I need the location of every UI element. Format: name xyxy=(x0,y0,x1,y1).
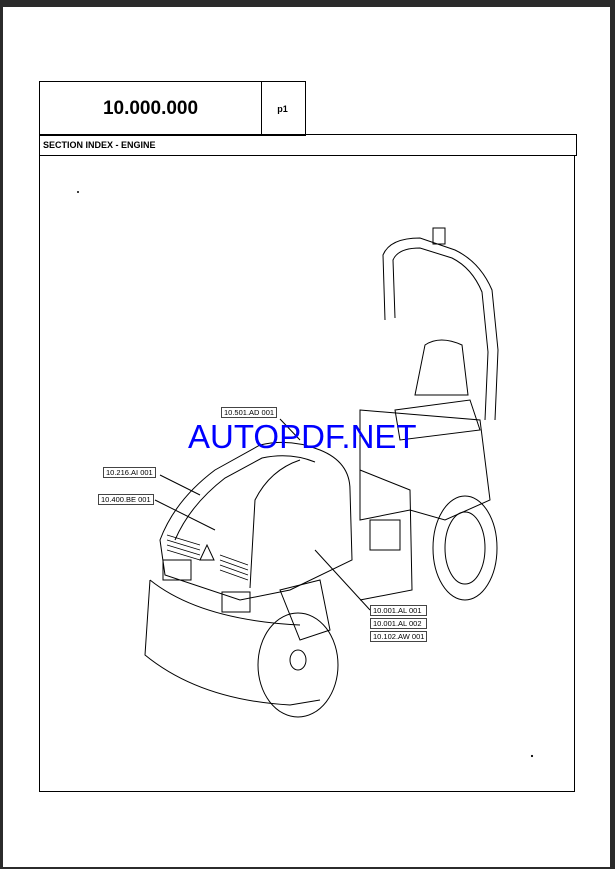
callout-10-001-al-001[interactable]: 10.001.AL 001 xyxy=(370,605,428,616)
watermark: AUTOPDF.NET xyxy=(188,418,417,455)
section-code: 10.000.000 xyxy=(39,81,262,136)
section-title: SECTION INDEX - ENGINE xyxy=(39,134,577,156)
page-number: p1 xyxy=(260,81,306,136)
document-page xyxy=(3,7,610,867)
callout-10-501-ad-001[interactable]: 10.501.AD 001 xyxy=(221,407,278,418)
callout-10-102-aw-001[interactable]: 10.102.AW 001 xyxy=(370,631,428,642)
callout-stack: 10.001.AL 001 10.001.AL 002 10.102.AW 00… xyxy=(370,605,428,642)
callout-10-216-ai-001[interactable]: 10.216.AI 001 xyxy=(103,467,156,478)
callout-10-400-be-001[interactable]: 10.400.BE 001 xyxy=(98,494,154,505)
drawing-frame xyxy=(39,155,575,792)
callout-10-001-al-002[interactable]: 10.001.AL 002 xyxy=(370,618,428,629)
